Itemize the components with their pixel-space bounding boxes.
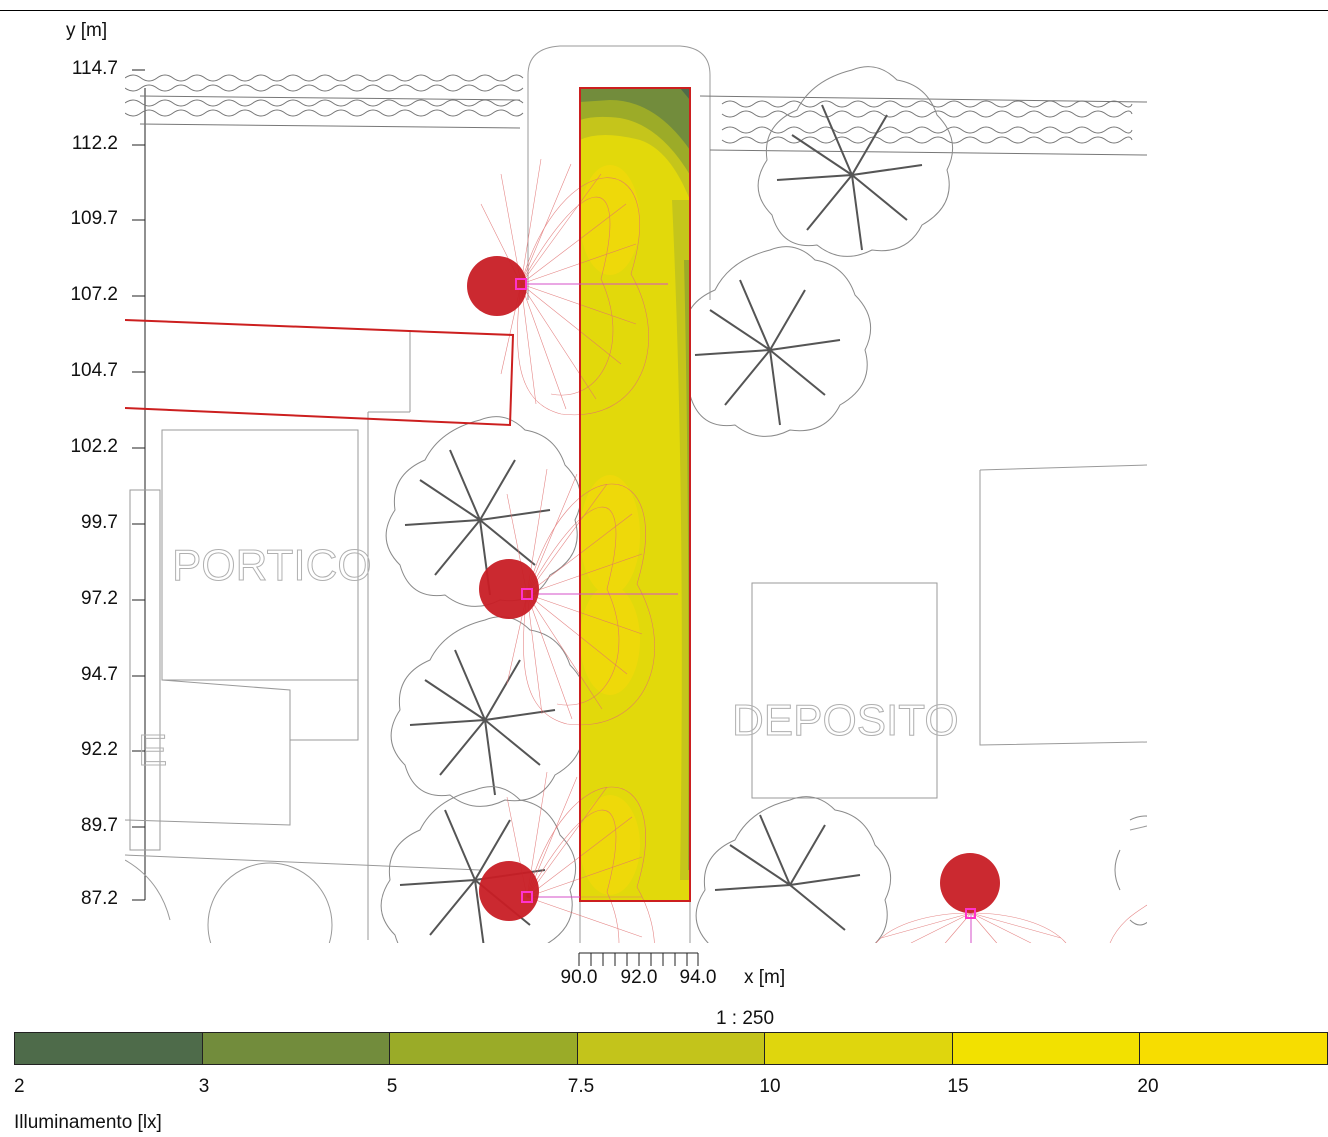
y-tick-label: 112.2: [71, 133, 118, 154]
legend-swatch: [951, 1032, 1140, 1065]
y-tick-label: 107.2: [70, 284, 118, 305]
legend-value: 10: [759, 1076, 781, 1097]
y-tick-label: 102.2: [70, 436, 118, 457]
hedge-rows: [125, 74, 1147, 156]
x-axis-label: x [m]: [744, 967, 786, 988]
y-tick-label: 114.7: [71, 58, 118, 79]
legend-title: Illuminamento [lx]: [14, 1112, 162, 1133]
building-outlines: [125, 45, 1147, 943]
room-label-portico: PORTICO: [172, 541, 372, 590]
legend-swatch: [1139, 1032, 1328, 1065]
y-tick-label: 104.7: [70, 360, 118, 381]
light-patterns: [480, 158, 1147, 943]
legend-value: 7.5: [567, 1076, 595, 1097]
y-axis-label: y [m]: [66, 20, 108, 41]
luminaires: [467, 256, 1000, 921]
legend-swatch: [389, 1032, 577, 1065]
tree-1: [757, 66, 954, 257]
y-tick-label: 97.2: [81, 588, 118, 609]
illuminance-legend-bar: [14, 1032, 1328, 1065]
y-tick-label: 99.7: [81, 512, 118, 533]
room-label-deposito: DEPOSITO: [732, 696, 959, 745]
tree-6: [695, 796, 892, 943]
legend-value: 2: [14, 1076, 25, 1097]
luminaire-2: [479, 559, 539, 619]
x-tick-label: 94.0: [679, 967, 717, 988]
aiming-lines: [521, 283, 972, 943]
legend-value: 20: [1137, 1076, 1159, 1097]
x-tick-label: 90.0: [560, 967, 598, 988]
tree-4: [390, 616, 587, 807]
site-plan: PORTICO DEPOSITO E: [125, 45, 1147, 966]
y-axis: [132, 69, 146, 901]
legend-value: 15: [947, 1076, 969, 1097]
boundary-lines: [125, 319, 515, 427]
legend-swatch: [14, 1032, 202, 1065]
calculation-area-outline: [579, 87, 691, 902]
y-tick-label: 87.2: [81, 888, 118, 909]
legend-value: 3: [198, 1076, 210, 1097]
calculation-area: [580, 88, 690, 901]
legend-swatch: [764, 1032, 952, 1065]
tree-5: [380, 786, 577, 943]
legend-swatch: [576, 1032, 765, 1065]
y-tick-label: 92.2: [81, 739, 118, 760]
legend-value: 5: [386, 1076, 398, 1097]
y-tick-label: 89.7: [81, 815, 118, 836]
luminaire-3: [479, 861, 539, 921]
scale-label: 1 : 250: [715, 1008, 775, 1029]
top-rule: [0, 10, 1328, 11]
y-tick-label: 109.7: [70, 208, 118, 229]
room-label-partial: E: [138, 726, 167, 775]
tree-7: [1114, 815, 1147, 926]
tree-2: [675, 246, 872, 437]
legend-swatch: [201, 1032, 390, 1065]
y-tick-label: 94.7: [81, 664, 118, 685]
x-tick-label: 92.0: [620, 967, 658, 988]
luminaire-1: [467, 256, 527, 316]
x-axis: [578, 952, 699, 966]
trees: [380, 66, 1147, 943]
luminaire-4: [940, 853, 1000, 919]
